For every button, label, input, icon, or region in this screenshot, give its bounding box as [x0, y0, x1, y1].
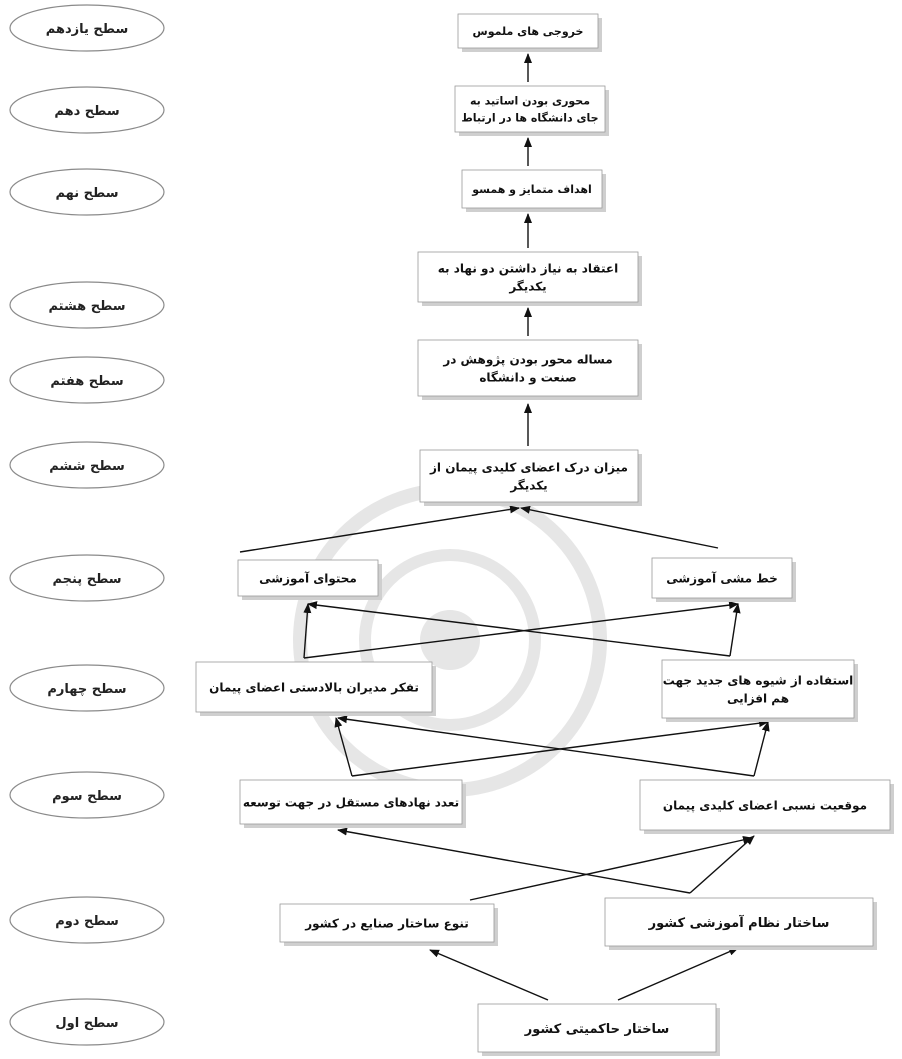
node-text: ساختار حاکمیتی کشور [524, 1022, 669, 1037]
level-label-l7: سطح هفتم [9, 356, 165, 404]
node-box [195, 661, 433, 713]
level-ellipse [9, 356, 165, 404]
node-box [477, 1003, 717, 1053]
node-text: موقعیت نسبی اعضای کلیدی پیمان [663, 799, 867, 814]
level-ellipse [9, 4, 165, 52]
node-box [239, 779, 463, 825]
node-text: جای دانشگاه ها در ارتباط [461, 112, 598, 125]
node-text: تفکر مدیران بالادستی اعضای پیمان [209, 681, 419, 695]
node-text: تعدد نهادهای مستقل در جهت توسعه [243, 796, 459, 811]
node-n3b: موقعیت نسبی اعضای کلیدی پیمان [639, 779, 894, 834]
level-text: سطح هفتم [50, 374, 123, 389]
node-box [639, 779, 891, 831]
node-n4b: استفاده از شیوه های جدید جهت هم افزایی [661, 659, 858, 722]
arrow-n5a-n6 [239, 505, 520, 553]
node-box [661, 659, 855, 719]
level-ellipse [9, 86, 165, 134]
level-label-l9: سطح نهم [9, 168, 165, 216]
arrow-n4a-n5b [303, 601, 739, 659]
node-text: اعتقاد به نیاز داشتن دو نهاد به [438, 262, 618, 277]
node-text: تنوع ساختار صنایع در کشور [304, 917, 469, 932]
level-text: سطح یازدهم [46, 22, 128, 37]
node-text: محوری بودن اساتید به [470, 95, 590, 108]
level-ellipse [9, 441, 165, 489]
level-label-l8: سطح هشتم [9, 281, 165, 329]
node-box [604, 897, 874, 947]
node-text: میزان درک اعضای کلیدی پیمان از [429, 461, 628, 475]
node-box [279, 903, 495, 943]
level-ellipse [9, 771, 165, 819]
node-box [651, 557, 793, 599]
node-text: خروجی های ملموس [473, 25, 584, 38]
level-ellipse [9, 281, 165, 329]
level-text: سطح اول [55, 1016, 118, 1031]
node-box [417, 339, 639, 397]
level-text: سطح دهم [54, 104, 119, 119]
node-box [457, 13, 599, 49]
node-text: خط مشی آموزشی [666, 571, 778, 587]
level-label-l3: سطح سوم [9, 771, 165, 819]
node-n8: اعتقاد به نیاز داشتن دو نهاد به یکدیگر [417, 251, 642, 306]
arrow-n1-n2a [429, 949, 549, 1001]
level-text: سطح ششم [49, 459, 125, 474]
node-n7: مساله محور بودن پژوهش در صنعت و دانشگاه [417, 339, 642, 400]
level-label-l11: سطح یازدهم [9, 4, 165, 52]
level-label-l6: سطح ششم [9, 441, 165, 489]
node-text: صنعت و دانشگاه [479, 371, 576, 386]
level-text: سطح هشتم [48, 299, 125, 314]
arrow-n2a-n3b [469, 836, 753, 901]
level-ellipse [9, 554, 165, 602]
arrow-n2b-n3b [689, 835, 755, 894]
node-box [454, 85, 606, 133]
level-ellipse [9, 998, 165, 1046]
node-n11: خروجی های ملموس [457, 13, 602, 52]
node-text: یکدیگر [508, 280, 546, 294]
node-n3a: تعدد نهادهای مستقل در جهت توسعه [239, 779, 466, 828]
level-label-l4: سطح چهارم [9, 664, 165, 712]
level-ellipse [9, 664, 165, 712]
node-text: محتوای آموزشی [259, 571, 357, 587]
arrow-n3b-n4a [337, 715, 755, 777]
arrow-n3a-n4a [334, 717, 353, 777]
level-label-l2: سطح دوم [9, 896, 165, 944]
level-ellipse [9, 896, 165, 944]
node-n1: ساختار حاکمیتی کشور [477, 1003, 720, 1056]
level-text: سطح سوم [52, 789, 122, 804]
node-n10: محوری بودن اساتید به جای دانشگاه ها در ار… [454, 85, 609, 136]
node-box [461, 169, 603, 209]
node-box [419, 449, 639, 503]
node-n2b: ساختار نظام آموزشی کشور [604, 897, 877, 950]
node-box [417, 251, 639, 303]
level-text: سطح چهارم [47, 682, 126, 697]
level-label-l10: سطح دهم [9, 86, 165, 134]
arrow-n4b-n5a [307, 601, 731, 657]
node-text: ساختار نظام آموزشی کشور [648, 914, 830, 931]
node-n5a: محتوای آموزشی [237, 559, 382, 600]
node-n2a: تنوع ساختار صنایع در کشور [279, 903, 498, 946]
node-text: مساله محور بودن پژوهش در [442, 353, 612, 368]
arrow-n3b-n4b [753, 721, 770, 777]
level-text: سطح دوم [55, 914, 119, 929]
arrow-n2b-n3a [337, 827, 691, 894]
node-n4a: تفکر مدیران بالادستی اعضای پیمان [195, 661, 436, 716]
level-text: سطح پنجم [52, 572, 121, 587]
level-label-l5: سطح پنجم [9, 554, 165, 602]
node-text: هم افزایی [727, 692, 789, 706]
node-text: اهداف متمایز و همسو [471, 183, 592, 196]
node-text: استفاده از شیوه های جدید جهت [663, 674, 854, 689]
level-text: سطح نهم [55, 186, 118, 201]
node-n9: اهداف متمایز و همسو [461, 169, 606, 212]
node-text: یکدیگر [509, 479, 547, 493]
node-n5b: خط مشی آموزشی [651, 557, 796, 602]
arrow-n4a-n5a [303, 603, 312, 659]
level-ellipse [9, 168, 165, 216]
arrow-n1-n2b [617, 947, 739, 1001]
level-label-l1: سطح اول [9, 998, 165, 1046]
arrow-n5b-n6 [520, 505, 719, 549]
node-box [237, 559, 379, 597]
arrow-n4b-n5b [729, 603, 741, 657]
node-n6: میزان درک اعضای کلیدی پیمان از یکدیگر [419, 449, 642, 506]
